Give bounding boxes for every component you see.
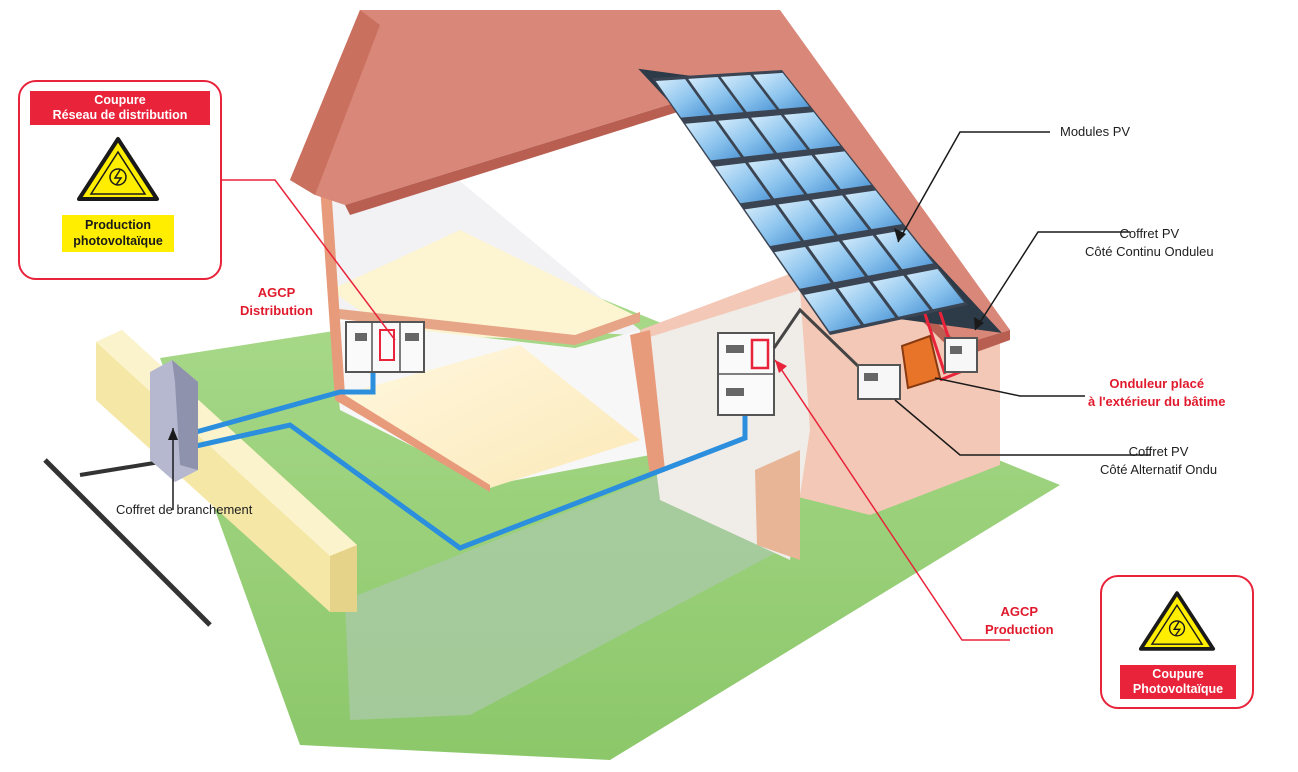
warning-pv-title: Coupure Photovoltaïque: [1120, 665, 1236, 699]
label-coffret-continu-line1: Coffret PV: [1119, 226, 1180, 241]
solar-cell: [688, 77, 744, 115]
pointer-agcp-production: [774, 359, 1010, 641]
solar-cell: [804, 288, 861, 332]
solar-cell: [811, 195, 869, 235]
solar-cell: [808, 241, 865, 283]
production-panel: [717, 332, 775, 416]
warning-box-distribution: Coupure Réseau de distribution Productio…: [18, 80, 222, 280]
ground-floor: [340, 345, 640, 488]
solar-cell: [845, 190, 903, 230]
solar-cell: [781, 155, 838, 194]
label-onduleur: Onduleur placé à l'extérieur du bâtime: [1088, 375, 1225, 410]
label-coffret-continu-line2: Côté Continu Onduleu: [1085, 243, 1214, 259]
warning-distribution-subtitle: Production photovoltaïque: [62, 215, 174, 253]
solar-cell: [685, 121, 741, 161]
pointer-onduleur: [934, 377, 1085, 397]
pointer-agcp-distribution: [222, 179, 396, 341]
cable-to-distribution: [195, 365, 376, 435]
warning-pv-title-line2: Photovoltaïque: [1132, 682, 1224, 696]
label-agcp-production-line2: Production: [985, 621, 1054, 637]
coffret-ac-box: [857, 364, 901, 400]
solar-cell: [720, 74, 777, 112]
solar-cell: [655, 79, 711, 118]
solar-cell: [778, 200, 835, 241]
coffret-dc-box: [944, 337, 978, 373]
solar-cell: [715, 163, 771, 204]
label-coffret-alternatif-line2: Côté Alternatif Ondu: [1100, 461, 1218, 477]
label-agcp-distribution-line1: AGCP: [257, 285, 296, 300]
label-agcp-distribution-line2: Distribution: [240, 302, 313, 318]
label-agcp-distribution: AGCP Distribution: [240, 284, 313, 319]
distribution-panel: [345, 321, 425, 373]
label-coffret-branchement: Coffret de branchement: [116, 502, 253, 517]
warning-distribution-title-line1: Coupure: [94, 93, 146, 107]
solar-cell: [872, 275, 930, 317]
electrical-hazard-icon: [77, 137, 159, 201]
warning-distribution-subtitle-line1: Production: [85, 218, 151, 232]
label-agcp-production-line1: AGCP: [1000, 604, 1039, 619]
label-coffret-alternatif-line1: Coffret PV: [1128, 444, 1189, 459]
label-onduleur-line2: à l'extérieur du bâtime: [1088, 393, 1226, 409]
electrical-hazard-icon: [1138, 591, 1216, 651]
pointer-coffret-ac: [894, 399, 1150, 456]
cable-to-production: [195, 410, 748, 551]
warning-pv-title-line1: Coupure: [1152, 667, 1204, 681]
solar-cell: [838, 282, 896, 325]
roof: [290, 10, 1010, 345]
warning-box-photovoltaique: Coupure Photovoltaïque: [1100, 575, 1254, 709]
label-coffret-continu: Coffret PV Côté Continu Onduleu: [1085, 225, 1214, 260]
solar-cell: [718, 118, 774, 157]
pointer-modules-pv: [897, 131, 1050, 243]
solar-cell: [753, 72, 810, 110]
solar-cell: [751, 115, 808, 153]
pointer-coffret-dc: [974, 231, 1130, 331]
solar-panel-cells: [652, 70, 968, 335]
label-onduleur-line1: Onduleur placé: [1109, 376, 1205, 391]
upper-floor-slab: [330, 308, 640, 345]
solar-cell: [783, 112, 841, 150]
warning-distribution-subtitle-line2: photovoltaïque: [73, 233, 163, 248]
label-agcp-production: AGCP Production: [985, 603, 1054, 638]
inverter: [900, 334, 942, 390]
warning-distribution-title: Coupure Réseau de distribution: [30, 91, 210, 125]
solar-cell: [814, 151, 872, 190]
solar-cell: [774, 246, 831, 289]
attic-floor: [330, 230, 640, 340]
path: [345, 475, 800, 720]
warning-distribution-title-line2: Réseau de distribution: [52, 108, 188, 122]
solar-cell: [906, 268, 965, 310]
solar-cell: [744, 204, 801, 246]
solar-cell: [842, 235, 899, 276]
label-coffret-alternatif: Coffret PV Côté Alternatif Ondu: [1100, 443, 1217, 478]
label-modules-pv: Modules PV: [1060, 124, 1131, 139]
solar-cell: [748, 159, 805, 199]
solar-cell: [875, 229, 934, 270]
